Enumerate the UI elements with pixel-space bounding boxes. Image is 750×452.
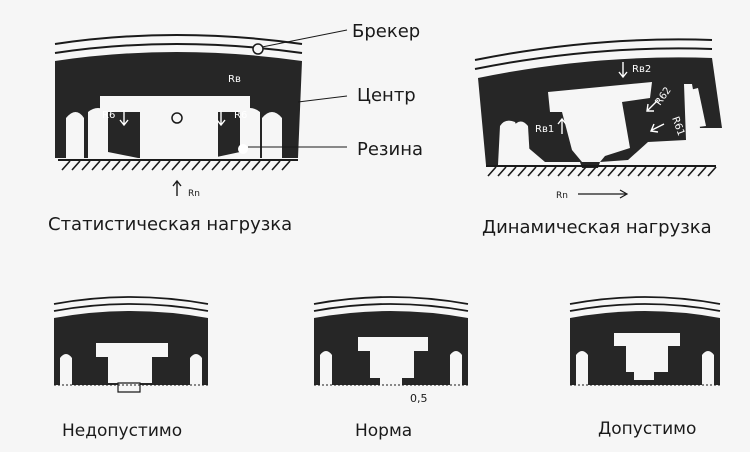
callout-breaker: Брекер xyxy=(352,21,420,42)
dynamic-ground-reaction: Rn xyxy=(556,191,568,201)
static-caption: Статистическая нагрузка xyxy=(48,214,292,235)
dynamic-left-arrow xyxy=(557,117,567,134)
static-down-arrow-left xyxy=(119,110,129,127)
bottom-tire-acceptable: Допустимо xyxy=(569,296,721,439)
static-breaker-line-2 xyxy=(54,43,303,54)
dynamic-breaker-line-1 xyxy=(474,38,713,61)
static-force-top: Rв xyxy=(228,74,241,85)
dynamic-right-arrow xyxy=(578,189,629,199)
bottom-tire-normal: 0,5 Норма xyxy=(313,296,469,441)
static-left-groove xyxy=(66,112,84,158)
static-center-block xyxy=(100,96,250,165)
caption-normal: Норма xyxy=(355,421,412,441)
dynamic-force-left: Rв1 xyxy=(535,124,554,135)
static-right-groove xyxy=(262,112,282,158)
static-ground-hatch xyxy=(61,160,291,171)
dynamic-r61-arrow xyxy=(649,123,665,133)
callouts: Брекер Центр Резина xyxy=(248,21,423,160)
dynamic-right-groove xyxy=(690,88,706,128)
dynamic-left-groove xyxy=(510,121,530,160)
static-breaker-marker xyxy=(252,43,264,55)
bottom-tire-unacceptable: Недопустимо xyxy=(53,296,209,441)
dynamic-force-top: Rв2 xyxy=(632,64,651,75)
caption-unacceptable: Недопустимо xyxy=(62,421,182,441)
dynamic-load-panel: Rв2 Rв1 R62 R61 Rn Динамическая нагрузка xyxy=(474,38,722,238)
center-leader xyxy=(297,95,348,103)
normal-gap-note: 0,5 xyxy=(410,392,428,405)
dynamic-breaker-line-2 xyxy=(474,47,713,70)
static-up-arrow xyxy=(172,179,182,196)
dynamic-r62-arrow xyxy=(646,99,659,112)
static-center-marker xyxy=(171,112,183,124)
dynamic-top-arrow xyxy=(618,62,628,79)
dynamic-center-block xyxy=(548,82,652,162)
callout-rubber: Резина xyxy=(357,139,423,160)
dynamic-caption: Динамическая нагрузка xyxy=(482,217,712,238)
static-rubber-marker xyxy=(238,144,248,154)
dynamic-ground-hatch xyxy=(487,166,717,177)
static-load-panel: Rв R6 R6 Rn Статистическая нагрузка xyxy=(48,34,303,235)
callout-center: Центр xyxy=(357,85,416,106)
static-force-left: R6 xyxy=(102,110,115,121)
static-down-arrow-right xyxy=(216,110,226,127)
breaker-leader xyxy=(261,29,348,48)
static-ground-reaction: Rn xyxy=(188,189,200,199)
static-breaker-line-1 xyxy=(54,34,303,45)
caption-acceptable: Допустимо xyxy=(598,419,696,439)
static-force-right: R6 xyxy=(234,110,247,121)
